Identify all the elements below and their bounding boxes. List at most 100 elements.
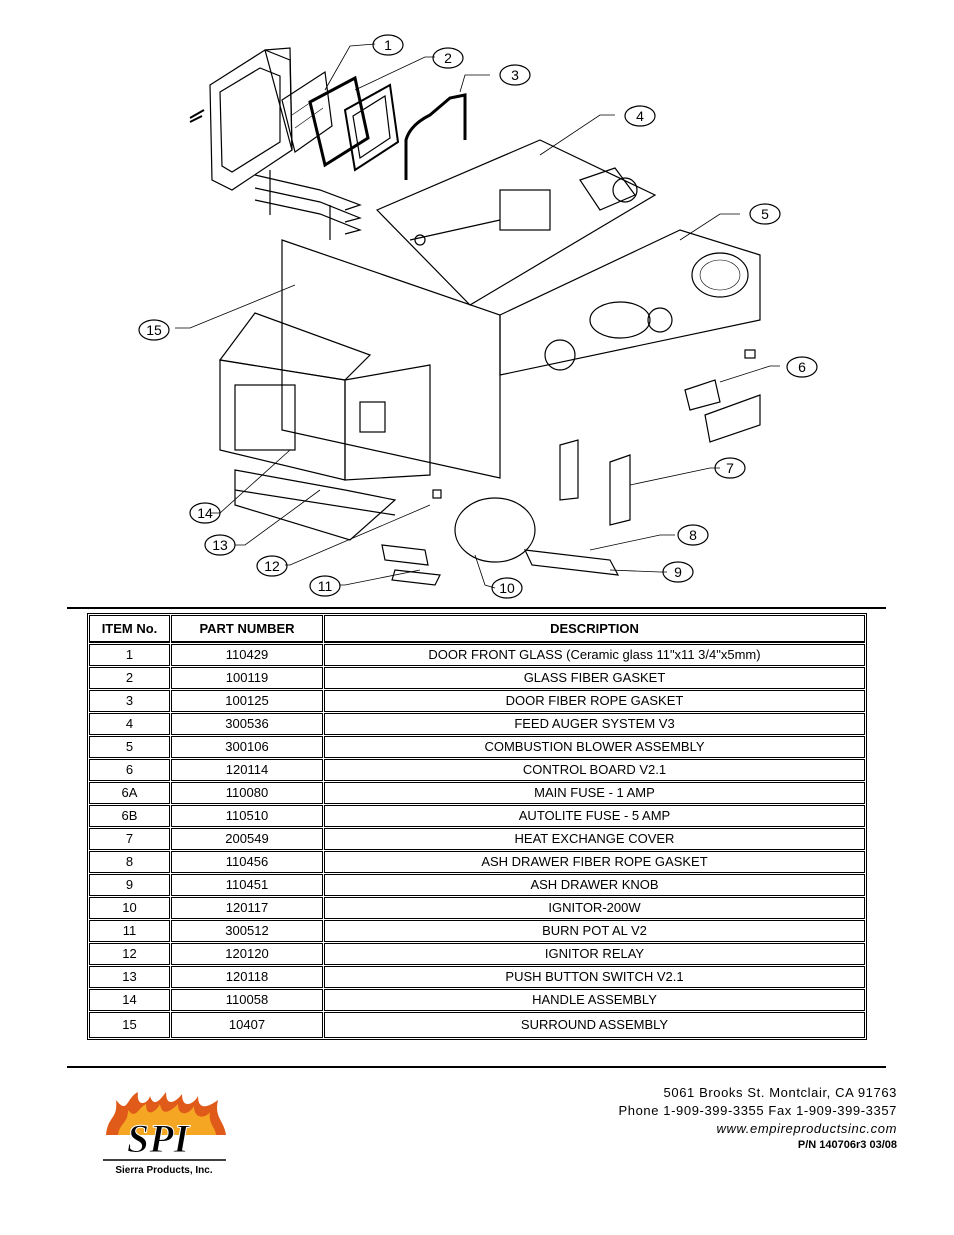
callout-12: 12 [264, 558, 280, 574]
item-no: 6B [89, 805, 170, 827]
part-number: 120114 [171, 759, 323, 781]
description: HEAT EXCHANGE COVER [324, 828, 865, 850]
item-no: 11 [89, 920, 170, 942]
part-number: 120117 [171, 897, 323, 919]
callout-1: 1 [384, 37, 392, 53]
callout-3: 3 [511, 67, 519, 83]
callout-11: 11 [318, 578, 333, 594]
description: CONTROL BOARD V2.1 [324, 759, 865, 781]
stove-body-drawing [218, 312, 431, 541]
door-frame-drawing [404, 93, 467, 180]
item-no: 10 [89, 897, 170, 919]
description: DOOR FRONT GLASS (Ceramic glass 11"x11 3… [324, 644, 865, 666]
description: DOOR FIBER ROPE GASKET [324, 690, 865, 712]
part-number: 110429 [171, 644, 323, 666]
document-part-number: P/N 140706r3 03/08 [797, 1139, 897, 1151]
part-number: 300512 [171, 920, 323, 942]
top-divider [67, 607, 886, 609]
part-number: 110510 [171, 805, 323, 827]
ash-drawer-parts-drawing [381, 489, 620, 586]
item-no: 13 [89, 966, 170, 988]
callout-15: 15 [146, 322, 162, 338]
header-item-no: ITEM No. [89, 615, 170, 643]
part-number: 110451 [171, 874, 323, 896]
control-board-drawing [684, 349, 761, 443]
item-no: 3 [89, 690, 170, 712]
logo-text: SPI [127, 1116, 191, 1161]
callout-bubbles [138, 34, 818, 599]
part-number: 300536 [171, 713, 323, 735]
item-no: 5 [89, 736, 170, 758]
item-no: 12 [89, 943, 170, 965]
description: FEED AUGER SYSTEM V3 [324, 713, 865, 735]
exploded-parts-diagram: 1 2 3 4 5 6 7 8 9 10 11 12 13 14 15 [120, 30, 820, 605]
item-no: 8 [89, 851, 170, 873]
item-no: 4 [89, 713, 170, 735]
item-no: 1 [89, 644, 170, 666]
description: IGNITOR RELAY [324, 943, 865, 965]
callout-10: 10 [499, 580, 515, 596]
description: HANDLE ASSEMBLY [324, 989, 865, 1011]
description: ASH DRAWER KNOB [324, 874, 865, 896]
part-number: 300106 [171, 736, 323, 758]
part-number: 100125 [171, 690, 323, 712]
part-number: 110456 [171, 851, 323, 873]
description: SURROUND ASSEMBLY [324, 1012, 865, 1038]
company-address: 5061 Brooks St. Montclair, CA 91763 [663, 1085, 897, 1100]
bottom-divider [67, 1066, 886, 1068]
description: BURN POT AL V2 [324, 920, 865, 942]
item-no: 6 [89, 759, 170, 781]
item-no: 7 [89, 828, 170, 850]
rope-gasket-drawing [343, 83, 400, 172]
louver-grates-drawing [254, 170, 362, 240]
part-number: 120118 [171, 966, 323, 988]
diagram-drawing: 1 2 3 4 5 6 7 8 9 10 11 12 13 14 15 [138, 34, 818, 599]
part-number: 200549 [171, 828, 323, 850]
header-description: DESCRIPTION [324, 615, 865, 643]
company-contact-info: 5061 Brooks St. Montclair, CA 91763 Phon… [618, 1084, 897, 1152]
part-number: 120120 [171, 943, 323, 965]
callout-13: 13 [212, 537, 228, 553]
feed-auger-drawing [375, 139, 657, 306]
callout-9: 9 [674, 564, 682, 580]
part-number: 100119 [171, 667, 323, 689]
header-part-number: PART NUMBER [171, 615, 323, 643]
part-number: 110080 [171, 782, 323, 804]
item-no: 6A [89, 782, 170, 804]
table-header-row: ITEM No. PART NUMBER DESCRIPTION [89, 615, 865, 643]
heat-exchange-cover-drawing [559, 439, 631, 526]
part-number: 110058 [171, 989, 323, 1011]
description: IGNITOR-200W [324, 897, 865, 919]
logo-subtitle: Sierra Products, Inc. [115, 1165, 212, 1176]
callout-14: 14 [197, 505, 213, 521]
door-assembly-drawing [189, 47, 293, 191]
description: AUTOLITE FUSE - 5 AMP [324, 805, 865, 827]
glass-panel-drawing [281, 70, 333, 153]
description: MAIN FUSE - 1 AMP [324, 782, 865, 804]
company-website[interactable]: www.empireproductsinc.com [716, 1121, 897, 1136]
part-number: 10407 [171, 1012, 323, 1038]
item-no: 15 [89, 1012, 170, 1038]
glass-gasket-drawing [308, 75, 370, 168]
callout-7: 7 [726, 460, 734, 476]
flame-logo-graphic: SPI Sierra Products, Inc. [103, 1092, 226, 1176]
